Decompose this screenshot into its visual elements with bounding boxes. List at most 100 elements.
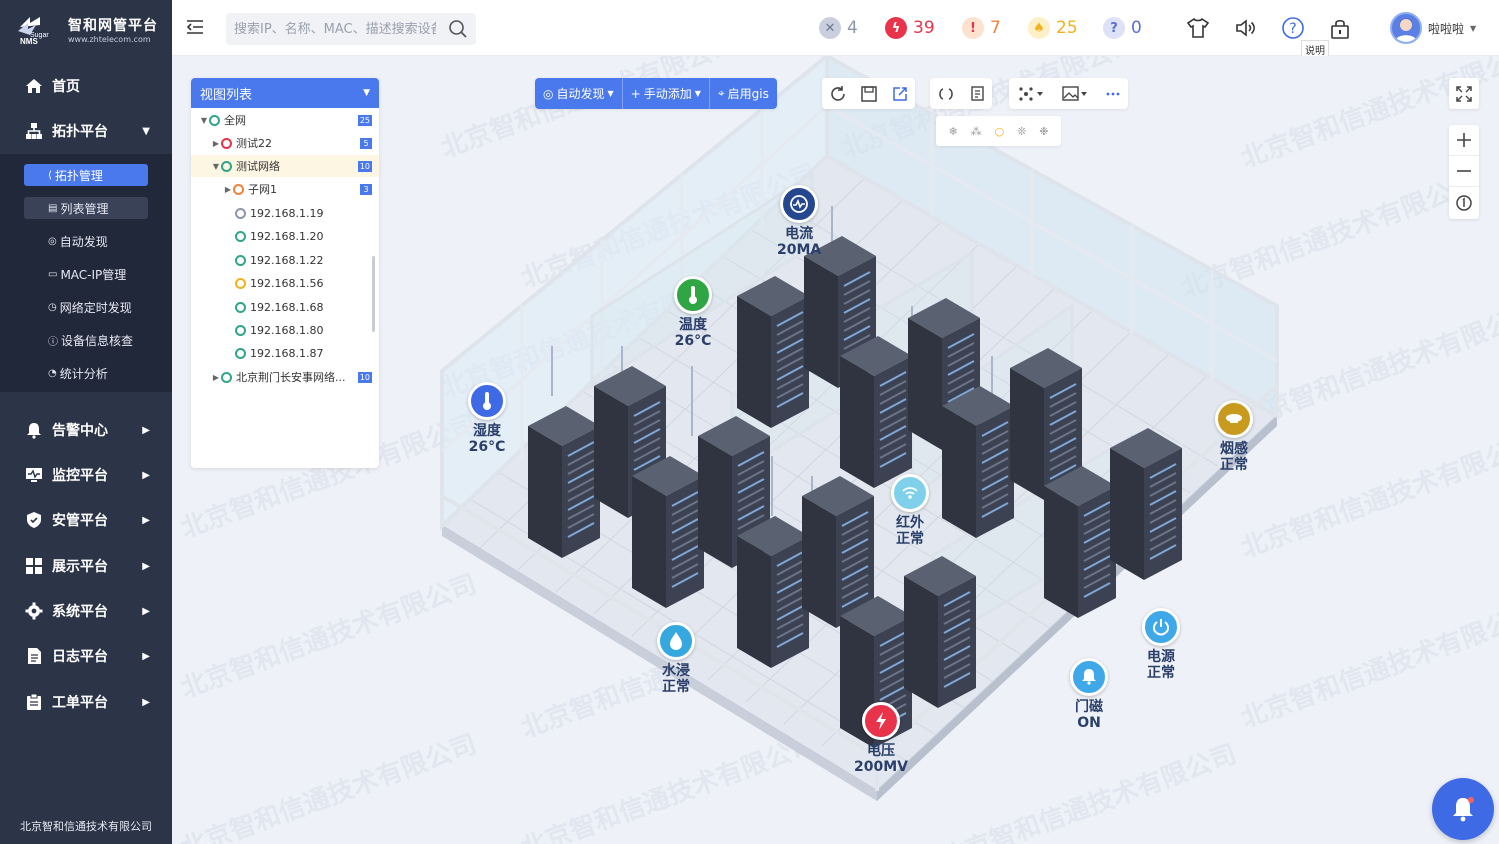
tree-device[interactable]: 192.168.1.68 xyxy=(191,296,379,318)
svg-text:?: ? xyxy=(1289,21,1296,37)
refresh-icon[interactable] xyxy=(822,78,853,109)
lock-icon[interactable] xyxy=(1328,16,1352,40)
export-icon[interactable] xyxy=(884,78,915,109)
server-rack[interactable] xyxy=(840,336,912,488)
server-rack[interactable] xyxy=(1044,466,1116,618)
tree-device[interactable]: 192.168.1.80 xyxy=(191,319,379,341)
search-input[interactable] xyxy=(226,13,436,45)
notes-icon[interactable] xyxy=(961,78,992,109)
sub-scheduled-discover[interactable]: ◷网络定时发现 xyxy=(48,300,132,315)
fullscreen-icon[interactable] xyxy=(1449,78,1479,109)
search-icon[interactable] xyxy=(448,19,468,43)
caret-down-icon: ▼ xyxy=(363,88,370,98)
badge-unknown[interactable]: ✕ 4 xyxy=(819,14,858,42)
badge-critical[interactable]: ϟ 39 xyxy=(885,14,935,42)
caret-right-icon: ▶ xyxy=(212,372,220,382)
sensor-water[interactable]: 水浸正常 xyxy=(657,622,695,695)
enable-gis-button[interactable]: ⌖ 启用gis xyxy=(717,86,769,101)
link-icon[interactable] xyxy=(930,78,961,109)
server-rack[interactable] xyxy=(908,298,980,450)
badge-minor[interactable]: ♠ 25 xyxy=(1028,14,1078,42)
topology-icon xyxy=(24,121,44,141)
current-meter-icon xyxy=(780,185,819,223)
smoke-detector-icon xyxy=(1215,400,1253,438)
sub-auto-discover[interactable]: ◎自动发现 xyxy=(48,234,108,249)
auto-discover-button[interactable]: ◎ 自动发现 ▼ xyxy=(535,78,623,109)
svg-text:Sugar: Sugar xyxy=(30,32,49,39)
save-icon[interactable] xyxy=(853,78,884,109)
nav-workorder[interactable]: 工单平台▶ xyxy=(0,680,172,724)
water-drop-icon xyxy=(657,622,695,660)
nav-topology[interactable]: 拓扑平台 ▼ xyxy=(0,109,172,153)
sensor-smoke[interactable]: 烟感正常 xyxy=(1215,400,1253,473)
server-rack[interactable] xyxy=(737,276,809,428)
nav-home[interactable]: 首页 xyxy=(0,64,172,108)
notification-bell-button[interactable] xyxy=(1432,778,1494,840)
layout-cluster-icon[interactable]: ❉ xyxy=(1039,124,1049,138)
zoom-in-icon[interactable] xyxy=(1449,125,1479,156)
badge-info[interactable]: ? 0 xyxy=(1103,14,1142,42)
tree-node-test-network[interactable]: ▼ 测试网络 10 xyxy=(191,155,379,177)
tree-scrollbar[interactable] xyxy=(372,256,375,332)
server-rack[interactable] xyxy=(737,516,809,668)
manual-add-button[interactable]: + 手动添加 ▼ xyxy=(623,78,710,109)
nav-system[interactable]: 系统平台▶ xyxy=(0,589,172,633)
image-icon[interactable] xyxy=(1053,78,1097,109)
server-rack[interactable] xyxy=(942,386,1014,538)
nav-monitor[interactable]: 监控平台▶ xyxy=(0,453,172,497)
more-icon[interactable] xyxy=(1097,78,1128,109)
layout-radial-icon[interactable]: ❊ xyxy=(1017,124,1027,138)
tree-node-test22[interactable]: ▶ 测试22 5 xyxy=(191,132,379,154)
sub-statistics[interactable]: ◔统计分析 xyxy=(48,366,108,381)
layout-options: ❄ ⁂ ○ ❊ ❉ xyxy=(936,116,1061,146)
view-list-header[interactable]: 视图列表 ▼ xyxy=(191,78,379,108)
tree-device[interactable]: 192.168.1.56 xyxy=(191,272,379,294)
server-rack[interactable] xyxy=(802,476,874,628)
server-rack[interactable] xyxy=(904,556,976,708)
server-rack[interactable] xyxy=(840,596,912,748)
layout-tree-icon[interactable]: ⁂ xyxy=(970,124,982,138)
logo: Sugar NMS 智和网管平台 www.zhtelecom.com xyxy=(0,0,172,58)
layout-circle-icon[interactable]: ○ xyxy=(994,124,1005,138)
tree-node-beijing[interactable]: ▶ 北京荆门长安事网络... 10 xyxy=(212,371,372,384)
speaker-icon[interactable] xyxy=(1234,16,1258,40)
nav-log[interactable]: 日志平台▶ xyxy=(0,634,172,678)
server-rack[interactable] xyxy=(528,406,600,558)
server-rack[interactable] xyxy=(1110,428,1182,580)
tree-device[interactable]: 192.168.1.22 xyxy=(191,249,379,271)
skin-icon[interactable] xyxy=(1186,16,1210,40)
tree-device[interactable]: 192.168.1.87 xyxy=(191,342,379,364)
layout-icon[interactable] xyxy=(1009,78,1053,109)
tree-device[interactable]: 192.168.1.20 xyxy=(191,225,379,247)
server-rack[interactable] xyxy=(632,456,704,608)
menu-toggle-icon[interactable] xyxy=(184,16,206,38)
nav-display[interactable]: 展示平台▶ xyxy=(0,544,172,588)
sub-list-manage[interactable]: ▤列表管理 xyxy=(24,197,148,219)
layout-star-icon[interactable]: ❄ xyxy=(948,124,958,138)
help-icon[interactable]: ? xyxy=(1281,16,1305,40)
clock-icon: ◷ xyxy=(48,301,57,313)
topology-canvas[interactable]: 北京智和信通技术有限公司 北京智和信通技术有限公司 北京智和信通技术有限公司 北… xyxy=(172,56,1499,844)
nav-alarm[interactable]: 告警中心▶ xyxy=(0,408,172,452)
tree-node-all[interactable]: ▼ 全网 25 xyxy=(200,114,372,127)
sub-mac-ip[interactable]: ▭MAC-IP管理 xyxy=(48,267,127,282)
nav-security[interactable]: 安管平台▶ xyxy=(0,498,172,542)
sensor-infrared[interactable]: 红外正常 xyxy=(891,474,929,547)
badge-major[interactable]: ! 7 xyxy=(962,14,1001,42)
sub-topology-manage[interactable]: ⟨拓扑管理 xyxy=(24,164,148,186)
sensor-power[interactable]: 电源正常 xyxy=(1142,608,1180,681)
tree-device[interactable]: 192.168.1.19 xyxy=(191,202,379,224)
tree-node-subnet1[interactable]: ▶ 子网1 3 xyxy=(191,178,379,200)
server-rack[interactable] xyxy=(1010,348,1082,500)
user-menu[interactable]: 啦啦啦 ▼ xyxy=(1390,12,1476,44)
power-icon xyxy=(1142,608,1180,646)
zoom-out-icon[interactable] xyxy=(1449,156,1479,187)
help-tooltip: 说明 xyxy=(1301,40,1329,59)
zoom-reset-icon[interactable] xyxy=(1449,187,1479,218)
